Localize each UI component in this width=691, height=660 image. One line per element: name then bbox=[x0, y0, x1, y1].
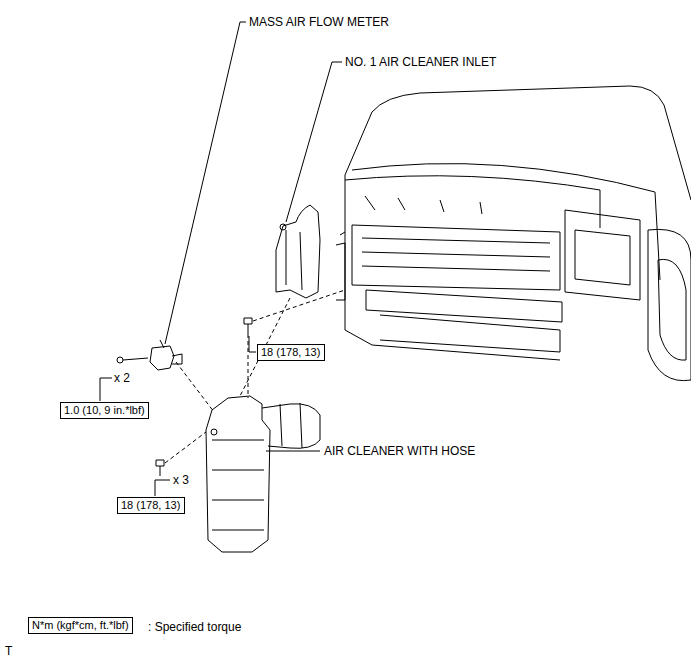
torque-value: 1.0 (10, 9 in.*lbf) bbox=[64, 404, 145, 416]
torque-value: 18 (178, 13) bbox=[121, 499, 180, 511]
torque-value: N*m (kgf*cm, ft.*lbf) bbox=[32, 619, 129, 631]
part-label: NO. 1 AIR CLEANER INLET bbox=[344, 55, 497, 69]
torque-box: N*m (kgf*cm, ft.*lbf) bbox=[28, 617, 133, 634]
part-label: T bbox=[4, 644, 13, 658]
part-label: AIR CLEANER WITH HOSE bbox=[323, 444, 476, 458]
leader-lines bbox=[100, 22, 342, 496]
torque-box: 18 (178, 13) bbox=[117, 497, 185, 514]
air-cleaner-inlet bbox=[276, 205, 320, 298]
torque-box: 18 (178, 13) bbox=[257, 344, 325, 361]
vehicle-front bbox=[336, 86, 691, 381]
part-label: MASS AIR FLOW METER bbox=[248, 15, 390, 29]
mass-air-flow-meter bbox=[117, 340, 182, 370]
bolts bbox=[156, 318, 252, 476]
dashed-alignment-lines bbox=[165, 290, 345, 463]
part-label: x 2 bbox=[113, 371, 131, 385]
torque-box: 1.0 (10, 9 in.*lbf) bbox=[60, 402, 149, 419]
part-label: : Specified torque bbox=[147, 620, 242, 634]
part-label: x 3 bbox=[172, 473, 190, 487]
torque-value: 18 (178, 13) bbox=[261, 346, 320, 358]
air-cleaner-with-hose bbox=[206, 396, 320, 552]
